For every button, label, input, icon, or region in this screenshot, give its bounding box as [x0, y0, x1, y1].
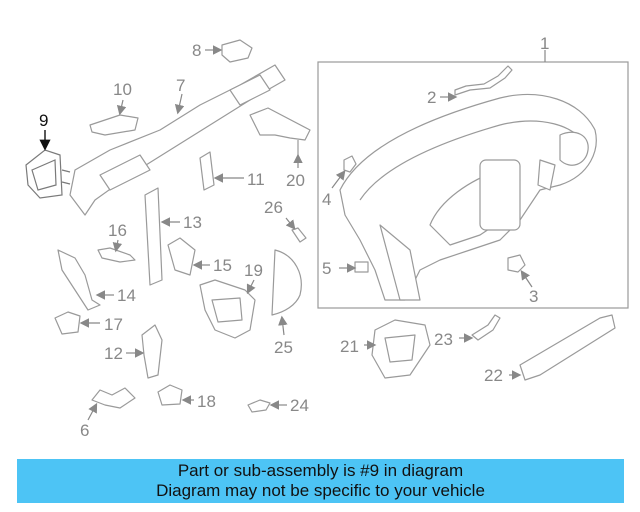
banner-line-2: Diagram may not be specific to your vehi…	[156, 481, 485, 500]
part-8-drawing	[205, 39, 253, 63]
part-3-drawing	[507, 254, 533, 288]
callout-18: 18	[197, 392, 216, 411]
info-banner: Part or sub-assembly is #9 in diagram Di…	[17, 459, 624, 503]
part-2-drawing	[440, 65, 513, 102]
callout-24: 24	[290, 396, 309, 415]
callout-7: 7	[176, 76, 185, 95]
part-20-drawing	[249, 107, 311, 168]
part-26-drawing	[285, 217, 307, 243]
part-9-drawing	[25, 130, 71, 199]
part-18-drawing	[157, 384, 194, 406]
callout-9: 9	[39, 111, 48, 130]
part-12-drawing	[126, 324, 163, 379]
part-21-drawing	[364, 319, 431, 379]
part-11-drawing	[199, 151, 244, 191]
callout-1: 1	[540, 34, 549, 53]
callout-3: 3	[529, 287, 538, 306]
part-5-drawing	[339, 261, 369, 273]
part-17-drawing	[54, 311, 100, 335]
callout-8: 8	[192, 41, 201, 60]
callout-13: 13	[183, 213, 202, 232]
callout-21: 21	[340, 337, 359, 356]
callout-14: 14	[117, 286, 136, 305]
part-23-drawing	[459, 314, 501, 343]
part-6-drawing	[87, 387, 136, 421]
callout-23: 23	[434, 330, 453, 349]
callout-19: 19	[244, 261, 263, 280]
callout-6: 6	[80, 421, 89, 440]
callout-16: 16	[108, 221, 127, 240]
parts-diagram: 1 2 3 4 5 6 7 8 9 10 11 12 13 14 15 16 1…	[25, 34, 629, 440]
callout-15: 15	[213, 256, 232, 275]
callout-26: 26	[264, 198, 283, 217]
callout-2: 2	[427, 88, 436, 107]
callout-22: 22	[484, 366, 503, 385]
part-24-drawing	[247, 399, 287, 413]
part-13-drawing	[144, 187, 180, 286]
part-15-drawing	[167, 237, 210, 276]
part-10-drawing	[89, 99, 139, 136]
banner-line-1: Part or sub-assembly is #9 in diagram	[177, 461, 464, 480]
callout-11: 11	[247, 170, 265, 189]
callout-4: 4	[322, 190, 331, 209]
part-25-drawing	[271, 249, 302, 336]
callout-5: 5	[322, 259, 331, 278]
part-7-drawing	[69, 64, 286, 216]
part-4-drawing	[331, 155, 357, 189]
part-16-drawing	[97, 239, 136, 263]
callout-25: 25	[274, 338, 293, 357]
part-22-drawing	[509, 314, 616, 381]
part-19-drawing	[199, 279, 256, 339]
instrument-panel-frame	[317, 50, 629, 309]
callout-12: 12	[104, 344, 123, 363]
callout-10: 10	[113, 80, 132, 99]
dashboard-panel-drawing	[339, 94, 597, 301]
callout-20: 20	[286, 171, 305, 190]
part-14-drawing	[57, 249, 114, 311]
callout-17: 17	[104, 315, 123, 334]
